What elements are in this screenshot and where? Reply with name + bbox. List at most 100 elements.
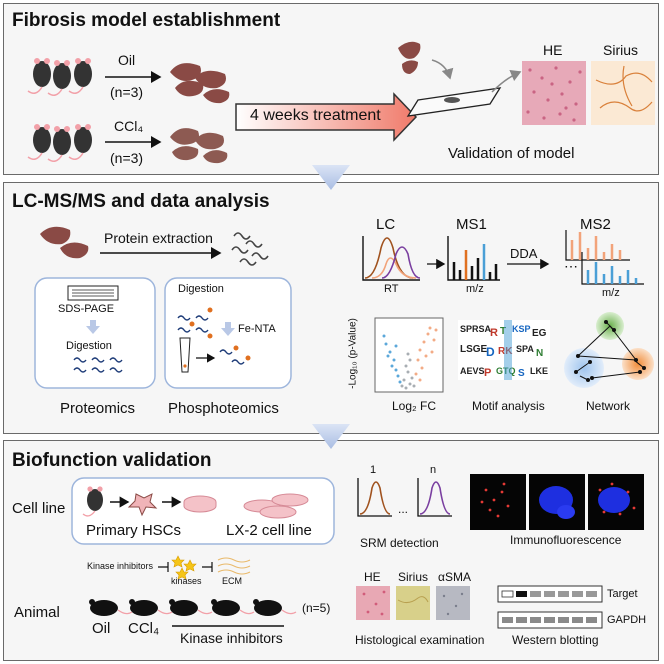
kinase-inhibitors-label: Kinase inhibitors [180,630,283,646]
oil-n-label: (n=3) [110,84,144,100]
proteomics-box [34,277,156,389]
tube-icon [179,337,191,373]
svg-text:LKE: LKE [530,366,548,376]
sirius-label: Sirius [603,42,639,58]
svg-text:SPRSA: SPRSA [460,324,492,334]
ms1-spectrum [447,236,500,281]
liver-group-oil [170,63,230,104]
digestion-left-label: Digestion [66,340,112,352]
motif-logo: SPRSA R T KSP EG LSGE D RK SPA N AEVS P … [458,320,550,380]
immunofluorescence-images [470,474,644,530]
peptide-icon [73,357,123,373]
ms2-spectrum [565,230,644,285]
svg-text:D: D [486,345,495,359]
fe-nta-label: Fe-NTA [238,323,276,335]
svg-text:T: T [500,326,506,337]
protein-squiggle-icon [231,232,269,266]
kinases-label: kinases [171,576,202,586]
liver-sample-icon [398,41,421,74]
svg-text:AEVS: AEVS [460,366,485,376]
chevron-down-icon [312,165,350,190]
svg-text:S: S [518,368,525,379]
animal-label: Animal [14,604,60,621]
sirius-stain-image [591,61,655,125]
volcano-y-label: -Log₁₀ (p-Value) [347,318,359,389]
panel-title-lcms: LC-MS/MS and data analysis [12,191,270,212]
dda-label: DDA [510,246,538,261]
sds-page-label: SDS-PAGE [58,303,115,315]
phosphoteomics-label: Phosphoteomics [168,400,279,417]
svg-text:EG: EG [532,328,547,339]
motif-label: Motif analysis [472,399,545,413]
rt-label: RT [384,283,399,295]
histo-he-label: HE [364,570,381,584]
mz2-label: m/z [602,287,620,299]
srm-1-label: 1 [370,464,377,476]
protein-extraction-label: Protein extraction [104,230,213,246]
treatment-label: 4 weeks treatment [250,107,381,124]
treatment-arrow [235,92,418,142]
liver-group-ccl4 [170,128,228,164]
mouse-icon [82,486,103,517]
histo-label: Histological examination [355,633,485,647]
histo-asma-label: αSMA [438,570,471,584]
gapdh-label: GAPDH [607,614,647,626]
he-label: HE [543,42,563,58]
validation-label: Validation of model [448,145,575,162]
sds-page-gel-icon [67,285,119,301]
animal-mice-row [89,599,282,616]
liver-protein-icon [40,226,89,259]
enriched-peptide-icon [219,345,251,365]
culture-dish-icon [183,495,217,513]
volcano-plot [374,317,444,393]
svg-text:KSP: KSP [512,324,531,334]
svg-text:N: N [536,348,543,359]
oil-label: Oil [118,52,136,68]
western-blot [497,585,603,629]
ms2-label: MS2 [580,216,611,233]
immuno-label: Immunofluorescence [510,533,622,547]
digestion-right-label: Digestion [178,283,224,295]
kinase-inhibitors-small-label: Kinase inhibitors [87,561,154,571]
volcano-x-label: Log₂ FC [392,399,437,413]
n5-label: (n=5) [302,601,331,615]
culture-flasks-icon [243,493,309,519]
animal-oil-label: Oil [92,620,111,637]
histo-sirius-label: Sirius [398,570,429,584]
ms1-label: MS1 [456,216,487,233]
target-label: Target [607,588,638,600]
phosphopeptide-icon [177,307,213,339]
network-graph [564,312,654,388]
ecm-label: ECM [222,576,242,586]
lc-label: LC [376,216,396,233]
svg-text:SPA: SPA [516,344,534,354]
down-arrow-icon [221,322,235,336]
ms2-dots-label: ⋯ [564,258,578,274]
down-arrow-icon [86,320,100,334]
histology-images [356,586,470,620]
srm-dots-label: ... [398,502,409,516]
hsc-cell-icon [127,493,158,517]
proteomics-label: Proteomics [60,400,136,417]
network-label: Network [586,399,631,413]
microscope-slide-icon [406,87,502,117]
mz1-label: m/z [466,283,484,295]
cell-line-label: Cell line [12,500,66,517]
srm-n-label: n [430,464,437,476]
ccl4-label: CCl₄ [114,118,144,134]
srm-label: SRM detection [360,536,439,550]
chevron-down-icon [312,424,350,449]
ccl4-n-label: (n=3) [110,150,144,166]
mice-oil-group [27,58,92,96]
svg-text:LSGE: LSGE [460,344,488,355]
svg-text:P: P [484,367,491,379]
mice-ccl4-group [27,124,92,162]
panel-title-fibrosis: Fibrosis model establishment [12,10,281,31]
svg-text:R: R [490,327,498,339]
western-label: Western blotting [512,633,599,647]
he-stain-image [522,61,586,125]
lx2-label: LX-2 cell line [226,522,312,539]
kinase-pathway [158,555,251,580]
primary-hscs-label: Primary HSCs [86,522,182,539]
